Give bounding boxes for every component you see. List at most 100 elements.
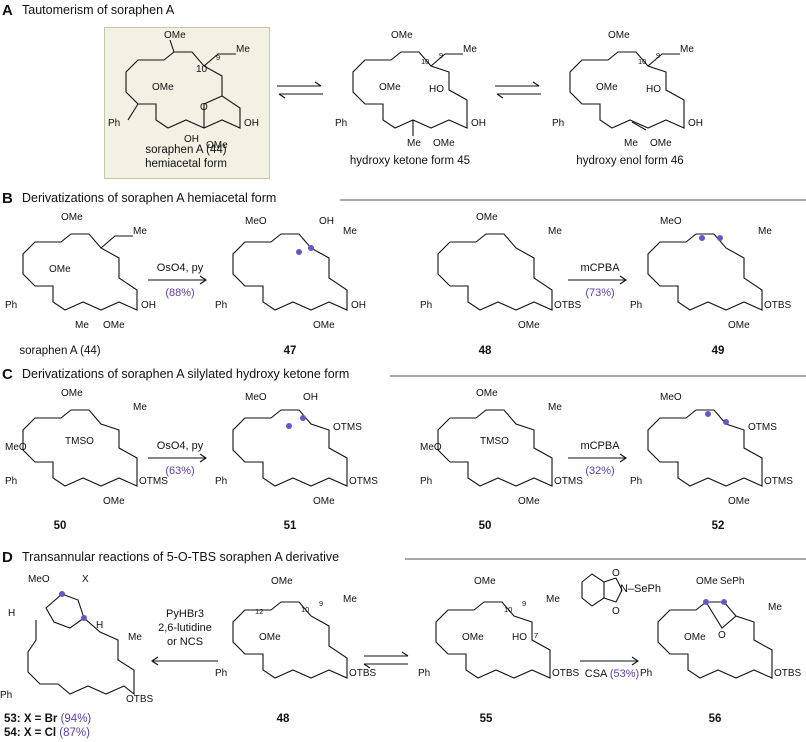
structure-45-ketone: OMe OMe Me HO 10 9 Ph OH OMe Me [335, 30, 486, 149]
svg-text:Me: Me [548, 226, 562, 237]
svg-text:HO: HO [646, 84, 661, 95]
svg-text:OMe: OMe [433, 138, 455, 149]
svg-text:MeO: MeO [245, 216, 267, 227]
svg-text:Me: Me [624, 138, 638, 149]
svg-text:Ph: Ph [215, 668, 227, 679]
svg-text:Me: Me [546, 594, 560, 605]
svg-text:Me: Me [463, 44, 477, 55]
svg-text:Ph: Ph [215, 300, 227, 311]
svg-text:OTMS: OTMS [333, 422, 362, 433]
svg-text:9: 9 [439, 51, 443, 60]
svg-text:H: H [96, 620, 103, 631]
section-title-b: Derivatizations of soraphen A hemiacetal… [22, 191, 277, 205]
svg-text:Me: Me [343, 226, 357, 237]
svg-text:OH: OH [688, 118, 703, 129]
label-56: 56 [708, 713, 722, 725]
structure-48-d: OMe OMe 12 10 9 Me Ph OTBS [215, 576, 377, 679]
svg-text:Ph: Ph [5, 476, 17, 487]
svg-text:OH: OH [351, 300, 366, 311]
svg-text:OMe: OMe [650, 138, 672, 149]
svg-text:Ph: Ph [630, 476, 642, 487]
caption-44: soraphen A (44) [145, 144, 227, 156]
svg-text:MeO: MeO [420, 442, 442, 453]
svg-text:Me: Me [407, 138, 421, 149]
structure-53-54: MeO X H H Me Ph OTBS [0, 574, 154, 705]
section-title-d: Transannular reactions of 5-O-TBS soraph… [22, 550, 340, 564]
equilibrium-arrow-a1 [277, 81, 323, 99]
svg-text:SePh: SePh [720, 576, 744, 587]
svg-text:OMe: OMe [476, 212, 498, 223]
svg-text:TMSO: TMSO [480, 436, 509, 447]
svg-text:HO: HO [429, 84, 444, 95]
reagent-c1: OsO4, py [156, 440, 204, 452]
svg-text:OH: OH [471, 118, 486, 129]
svg-text:OMe: OMe [379, 82, 401, 93]
section-title-c: Derivatizations of soraphen A silylated … [22, 367, 350, 381]
reagent-b2: mCPBA [580, 262, 620, 274]
svg-text:Ph: Ph [640, 668, 652, 679]
label-50-c1: 50 [53, 520, 67, 532]
structure-49: MeO Me Ph OTBS OMe [630, 216, 792, 331]
svg-text:10: 10 [301, 605, 309, 614]
svg-text:7: 7 [534, 631, 538, 640]
structure-50-c1: OMe MeO TMSO Me Ph OTMS OMe [5, 388, 168, 507]
svg-text:HO: HO [512, 632, 527, 643]
structure-46-enol: OMe OMe Me HO 10 9 Ph OH OMe Me [552, 30, 703, 149]
svg-text:Ph: Ph [552, 118, 564, 129]
svg-text:OMe: OMe [61, 388, 83, 399]
svg-text:10: 10 [504, 605, 512, 614]
svg-text:OMe: OMe [518, 320, 540, 331]
svg-text:OTMS: OTMS [139, 476, 168, 487]
svg-text:Me: Me [768, 602, 782, 613]
svg-text:OTBS: OTBS [764, 300, 792, 311]
reagent-d-right: CSA (53%) [584, 668, 640, 680]
section-rule-c [390, 375, 806, 377]
structure-51: MeO OH OTMS Ph OTMS OMe [215, 392, 378, 507]
caption-44-b: soraphen A (44) [19, 345, 101, 357]
arrow-c1 [148, 453, 207, 463]
svg-text:Me: Me [758, 226, 772, 237]
svg-text:MeO: MeO [5, 442, 27, 453]
svg-text:Ph: Ph [420, 476, 432, 487]
svg-text:Ph: Ph [335, 118, 347, 129]
svg-text:Me: Me [128, 632, 142, 643]
yield-b2: (73%) [585, 287, 615, 299]
structure-56: OMe SePh OMe O Me Ph OTBS [640, 576, 802, 679]
svg-text:OMe: OMe [696, 576, 718, 587]
svg-text:9: 9 [656, 51, 660, 60]
svg-text:OMe: OMe [49, 264, 71, 275]
svg-text:OMe: OMe [518, 496, 540, 507]
section-letter-b: B [2, 190, 13, 207]
svg-text:OMe: OMe [313, 496, 335, 507]
svg-text:OH: OH [244, 118, 259, 129]
svg-text:O: O [612, 568, 620, 579]
yield-c1: (63%) [165, 465, 195, 477]
svg-text:OH: OH [303, 392, 318, 403]
svg-text:OTBS: OTBS [126, 694, 154, 705]
yield-b1: (88%) [165, 287, 195, 299]
svg-text:Ph: Ph [0, 690, 12, 701]
label-54: 54: X = Cl (87%) [4, 727, 90, 739]
equilibrium-arrow-a2 [495, 81, 541, 99]
svg-text:Ph: Ph [420, 300, 432, 311]
svg-text:10: 10 [196, 64, 208, 75]
svg-text:Me: Me [548, 402, 562, 413]
svg-text:Ph: Ph [215, 476, 227, 487]
structure-52: MeO OTMS Ph OTMS OMe [630, 392, 793, 507]
svg-text:OMe: OMe [391, 30, 413, 41]
section-letter-a: A [2, 2, 13, 19]
reagent-d-left-2: 2,6-lutidine [158, 622, 212, 634]
svg-text:OTMS: OTMS [748, 422, 777, 433]
svg-text:Ph: Ph [108, 118, 120, 129]
svg-text:H: H [8, 608, 15, 619]
svg-text:O: O [200, 102, 208, 113]
section-rule-d [405, 558, 806, 560]
svg-text:OMe: OMe [206, 140, 228, 151]
svg-text:OTMS: OTMS [764, 476, 793, 487]
svg-text:OMe: OMe [164, 30, 186, 41]
label-48-d: 48 [276, 713, 290, 725]
svg-text:X: X [82, 574, 89, 585]
svg-text:MeO: MeO [245, 392, 267, 403]
arrow-c2 [568, 453, 627, 463]
svg-text:OMe: OMe [271, 576, 293, 587]
